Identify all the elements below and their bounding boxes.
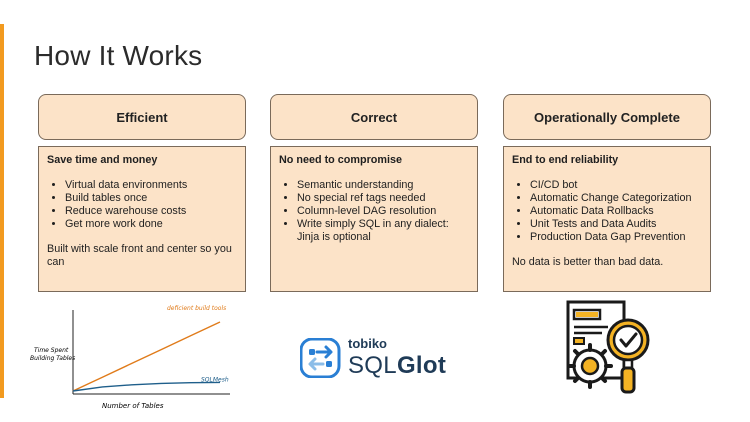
card-subtitle: Save time and money bbox=[47, 154, 158, 166]
y-axis-label: Time Spent Building Tables bbox=[30, 347, 75, 362]
product-name: SQLGlot bbox=[348, 352, 446, 380]
y-axis-label-line2: Building Tables bbox=[30, 355, 75, 362]
list-item: Reduce warehouse costs bbox=[65, 205, 237, 218]
bullet-list: Semantic understanding No special ref ta… bbox=[279, 179, 469, 244]
list-item: Automatic Data Rollbacks bbox=[530, 205, 702, 218]
x-axis-label: Number of Tables bbox=[102, 402, 164, 410]
list-item: Production Data Gap Prevention bbox=[530, 231, 702, 244]
product-name-suffix: Glot bbox=[396, 352, 447, 379]
accent-bar bbox=[0, 24, 4, 398]
report-gear-magnifier-icon bbox=[566, 300, 650, 394]
list-item: Build tables once bbox=[65, 192, 237, 205]
sqlglot-logo: tobiko SQLGlot bbox=[300, 334, 450, 380]
list-item: CI/CD bot bbox=[530, 179, 702, 192]
card-header-operationally-complete: Operationally Complete bbox=[503, 94, 711, 140]
y-axis-label-line1: Time Spent bbox=[34, 347, 69, 354]
company-name: tobiko bbox=[348, 336, 387, 351]
card-header-efficient: Efficient bbox=[38, 94, 246, 140]
list-item: Unit Tests and Data Audits bbox=[530, 218, 702, 231]
list-item: Column-level DAG resolution bbox=[297, 205, 469, 218]
series-label-1: SQLMesh bbox=[201, 376, 229, 383]
series-line-0 bbox=[72, 321, 221, 392]
product-name-prefix: SQL bbox=[348, 352, 397, 379]
list-item: Semantic understanding bbox=[297, 179, 469, 192]
card-note: Built with scale front and center so you… bbox=[47, 243, 232, 268]
list-item: Automatic Change Categorization bbox=[530, 192, 702, 205]
build-time-chart: Time Spent Building Tables Number of Tab… bbox=[30, 305, 230, 410]
card-subtitle: No need to compromise bbox=[279, 154, 402, 166]
list-item: No special ref tags needed bbox=[297, 192, 469, 205]
list-item: Virtual data environments bbox=[65, 179, 237, 192]
card-body-efficient: Save time and money Virtual data environ… bbox=[38, 146, 246, 292]
page-title: How It Works bbox=[34, 40, 203, 71]
card-header-correct: Correct bbox=[270, 94, 478, 140]
card-body-operationally-complete: End to end reliability CI/CD bot Automat… bbox=[503, 146, 711, 292]
bullet-list: CI/CD bot Automatic Change Categorizatio… bbox=[512, 179, 702, 244]
sqlglot-logo-icon bbox=[300, 338, 341, 378]
series-label-0: deficient build tools bbox=[167, 305, 226, 312]
series-line-1 bbox=[72, 381, 221, 392]
card-subtitle: End to end reliability bbox=[512, 154, 619, 166]
card-note: No data is better than bad data. bbox=[512, 256, 664, 268]
card-body-correct: No need to compromise Semantic understan… bbox=[270, 146, 478, 292]
list-item: Get more work done bbox=[65, 218, 237, 231]
bullet-list: Virtual data environments Build tables o… bbox=[47, 179, 237, 231]
list-item: Write simply SQL in any dialect: Jinja i… bbox=[297, 218, 469, 244]
